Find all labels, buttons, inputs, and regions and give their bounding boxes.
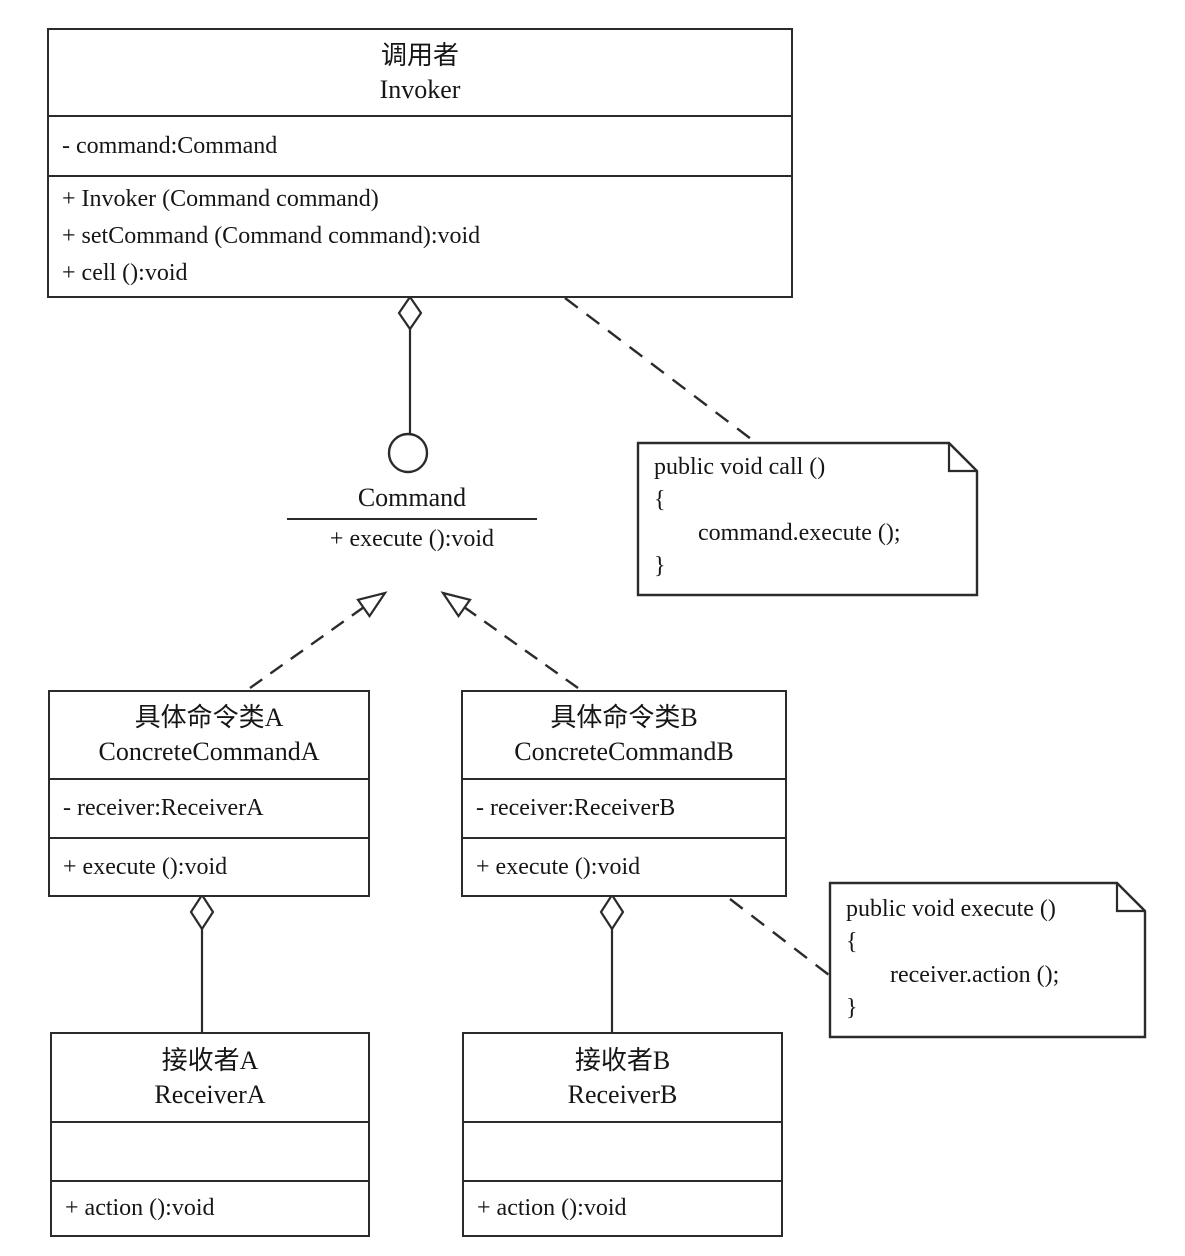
note-line: } [846, 995, 858, 1021]
realization-line-commandb [463, 606, 579, 689]
class-concretecommandb-title-zh: 具体命令类B [550, 703, 698, 732]
class-concretecommanda-title-zh: 具体命令类A [134, 703, 284, 732]
class-receivera: 接收者A ReceiverA + action ():void [50, 1032, 370, 1237]
attribute-line: - receiver:ReceiverA [63, 795, 264, 821]
class-receiverb-methods: + action ():void [464, 1180, 781, 1235]
class-receiverb-attributes [464, 1121, 781, 1180]
class-invoker: 调用者 Invoker - command:Command + Invoker … [47, 28, 793, 298]
realization-line-commanda [249, 606, 365, 689]
class-receivera-title-zh: 接收者A [161, 1045, 259, 1075]
aggregation-diamond-commandb-icon [599, 892, 625, 932]
class-concretecommanda-methods: + execute ():void [50, 837, 368, 895]
class-receiverb-title-en: ReceiverB [567, 1079, 678, 1109]
class-concretecommanda-title-en: ConcreteCommandA [98, 737, 320, 766]
note-call-fold-icon [947, 443, 977, 473]
note-execute-text: public void execute () { receiver.action… [846, 893, 1136, 1025]
note-line: { [846, 929, 858, 955]
note-execute-shape [828, 881, 1147, 1039]
note-link-commandb-executenote [729, 898, 830, 976]
class-invoker-title-zh: 调用者 [380, 40, 459, 70]
class-concretecommandb-title-en: ConcreteCommandB [514, 737, 734, 766]
class-receiverb-title-zh: 接收者B [574, 1045, 671, 1075]
lollipop-interface-icon [387, 432, 429, 474]
class-receivera-attributes [52, 1121, 368, 1180]
method-line: + action ():void [65, 1195, 215, 1221]
note-call-shape [636, 441, 979, 597]
class-concretecommanda: 具体命令类A ConcreteCommandA - receiver:Recei… [48, 690, 370, 897]
class-concretecommandb-title: 具体命令类B ConcreteCommandB [463, 692, 785, 778]
class-invoker-title-en: Invoker [379, 74, 461, 104]
realization-arrowhead-commandb-icon [440, 591, 472, 619]
interface-command-name: Command [287, 483, 537, 520]
interface-command: Command + execute ():void [287, 483, 537, 553]
class-concretecommandb: 具体命令类B ConcreteCommandB - receiver:Recei… [461, 690, 787, 897]
class-concretecommandb-attributes: - receiver:ReceiverB [463, 778, 785, 837]
class-receiverb-title: 接收者B ReceiverB [464, 1034, 781, 1121]
method-line: + cell ():void [62, 260, 188, 286]
note-execute-fold-icon [1115, 883, 1145, 913]
method-line: + Invoker (Command command) [62, 186, 379, 212]
note-line: public void call () [654, 454, 826, 480]
interface-command-method: + execute ():void [329, 526, 495, 552]
note-line: receiver.action (); [890, 962, 1060, 988]
class-invoker-title: 调用者 Invoker [49, 30, 791, 115]
note-link-invoker-callnote [564, 297, 756, 443]
class-invoker-attributes: - command:Command [49, 115, 791, 175]
realization-arrowhead-commanda-icon [356, 591, 388, 619]
method-line: + action ():void [477, 1195, 627, 1221]
attribute-line: - command:Command [62, 132, 278, 159]
class-receiverb: 接收者B ReceiverB + action ():void [462, 1032, 783, 1237]
note-line: command.execute (); [698, 520, 901, 546]
class-receivera-title-en: ReceiverA [154, 1079, 266, 1109]
method-line: + execute ():void [63, 853, 228, 880]
class-receivera-title: 接收者A ReceiverA [52, 1034, 368, 1121]
aggregation-diamond-commanda-icon [189, 892, 215, 932]
class-invoker-methods: + Invoker (Command command) + setCommand… [49, 175, 791, 296]
method-line: + execute ():void [476, 853, 641, 880]
class-receivera-methods: + action ():void [52, 1180, 368, 1235]
attribute-line: - receiver:ReceiverB [476, 795, 676, 821]
note-line: } [654, 553, 666, 579]
note-call-text: public void call () { command.execute ()… [654, 451, 964, 583]
note-line: public void execute () [846, 896, 1056, 922]
class-concretecommandb-methods: + execute ():void [463, 837, 785, 895]
class-concretecommanda-title: 具体命令类A ConcreteCommandA [50, 692, 368, 778]
note-line: { [654, 487, 666, 513]
class-concretecommanda-attributes: - receiver:ReceiverA [50, 778, 368, 837]
aggregation-diamond-invoker-icon [397, 295, 423, 331]
method-line: + setCommand (Command command):void [62, 223, 481, 249]
